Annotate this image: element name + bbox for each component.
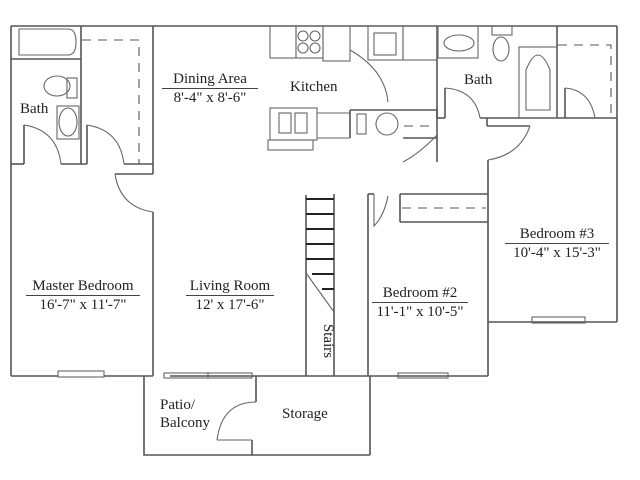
room-label-master-bedroom: Master Bedroom [26,277,140,296]
door-swings [23,49,596,441]
room-patio-balcony: Patio/ Balcony [160,396,210,432]
room-label-stairs: Stairs [320,323,336,359]
room-master-bedroom: Master Bedroom 16'-7" x 11'-7" [26,277,140,314]
room-label-hall-bath: Bath [464,72,493,88]
room-label-storage: Storage [282,406,328,422]
room-label-bedroom-2: Bedroom #2 [372,284,468,303]
kitchen-fixtures [267,25,438,151]
room-dining-area: Dining Area 8'-4" x 8'-6" [162,70,258,107]
room-dims-master-bedroom: 16'-7" x 11'-7" [39,297,127,313]
room-dims-bedroom-3: 10'-4" x 15'-3" [513,245,601,261]
stairs-treads [305,198,335,313]
room-label-master-bath: Bath [20,101,49,117]
hall-bath-fixtures [437,25,612,119]
room-dims-dining: 8'-4" x 8'-6" [173,90,247,106]
room-label-patio-line1: Patio/ [160,397,196,413]
room-dims-living-room: 12' x 17'-6" [195,297,265,313]
room-bedroom-3: Bedroom #3 10'-4" x 15'-3" [505,225,609,262]
room-label-living-room: Living Room [186,277,274,296]
room-label-patio-line2: Balcony [160,415,210,431]
room-living-room: Living Room 12' x 17'-6" [186,277,274,314]
room-bedroom-2: Bedroom #2 11'-1" x 10'-5" [372,284,468,321]
room-label-dining: Dining Area [162,70,258,89]
room-label-bedroom-3: Bedroom #3 [505,225,609,244]
patio-storage [143,376,371,456]
windows [57,316,586,379]
room-dims-bedroom-2: 11'-1" x 10'-5" [376,304,464,320]
master-bath-fixtures [18,28,140,164]
room-label-kitchen: Kitchen [290,79,338,95]
